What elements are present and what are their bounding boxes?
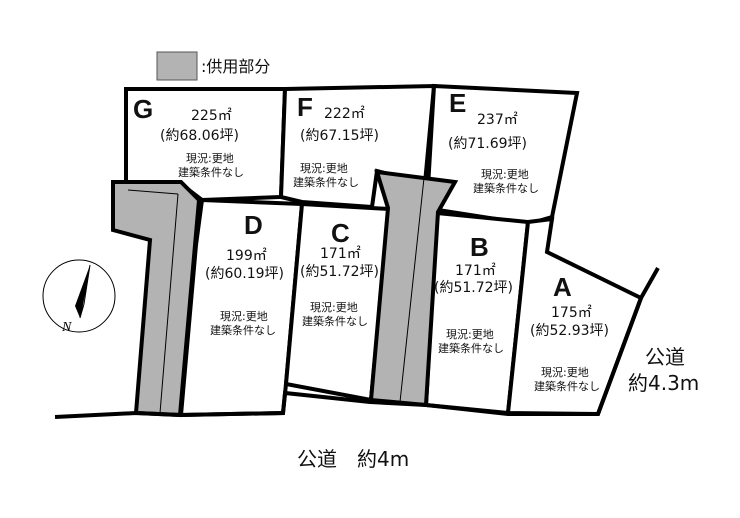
compass-label: N <box>61 320 72 335</box>
north-arrow-outline-icon <box>79 264 91 319</box>
lot-d-letter: D <box>244 210 263 240</box>
lot-c-tsubo: (約51.72坪) <box>300 264 379 280</box>
shared-strip-west-divider2 <box>159 193 179 414</box>
lot-e-status: 現況:更地 <box>481 167 529 181</box>
road-label-south: 公道 約4m <box>297 447 409 471</box>
lot-b-status: 現況:更地 <box>446 327 494 341</box>
lot-f-condition: 建築条件なし <box>293 175 359 189</box>
lot-g-area: 225㎡ <box>191 108 232 124</box>
lot-d-status: 現況:更地 <box>220 309 268 323</box>
lot-f-tsubo: (約67.15坪) <box>300 128 379 144</box>
lot-g-letter: G <box>133 94 153 124</box>
lot-f-status: 現況:更地 <box>300 161 348 175</box>
legend-swatch <box>156 51 198 81</box>
lot-g-tsubo: (約68.06坪) <box>160 128 239 144</box>
lot-f-letter: F <box>297 92 313 122</box>
lot-e-condition: 建築条件なし <box>473 181 539 195</box>
shared-strip-west-divider <box>127 189 179 195</box>
lot-e-tsubo: (約71.69坪) <box>448 136 527 152</box>
road-edge-south <box>54 267 660 419</box>
lot-c-condition: 建築条件なし <box>302 314 368 328</box>
lot-e-letter: E <box>449 88 466 118</box>
lot-a-tsubo: (約52.93坪) <box>530 323 609 339</box>
lot-f-area: 222㎡ <box>324 106 365 122</box>
lot-g-condition: 建築条件なし <box>178 165 244 179</box>
lot-a-status: 現況:更地 <box>541 365 589 379</box>
lot-e-area: 237㎡ <box>477 112 518 128</box>
lot-a-letter: A <box>553 272 572 302</box>
lot-b-tsubo: (約51.72坪) <box>434 280 513 296</box>
road-label-east-line2: 約4.3m <box>628 371 699 395</box>
compass: N <box>42 259 116 335</box>
lot-d-condition: 建築条件なし <box>210 323 276 337</box>
lot-b-letter: B <box>470 232 489 262</box>
lot-c-status: 現況:更地 <box>310 300 358 314</box>
lot-c-letter: C <box>331 218 350 248</box>
lot-a-area: 175㎡ <box>551 305 592 321</box>
lot-g-status: 現況:更地 <box>186 151 234 165</box>
road-label-east-line1: 公道 <box>645 345 685 369</box>
lot-a-condition: 建築条件なし <box>534 379 600 393</box>
lot-c-area: 171㎡ <box>320 246 361 262</box>
lot-d-area: 199㎡ <box>226 248 267 264</box>
lot-d-tsubo: (約60.19坪) <box>205 266 284 282</box>
lot-b-condition: 建築条件なし <box>438 341 504 355</box>
lot-b-area: 171㎡ <box>455 263 496 279</box>
north-arrow-icon <box>75 265 90 318</box>
legend-label: :供用部分 <box>201 57 270 76</box>
lot-d-outline <box>178 197 305 418</box>
shared-strip-east-divider <box>399 177 425 403</box>
